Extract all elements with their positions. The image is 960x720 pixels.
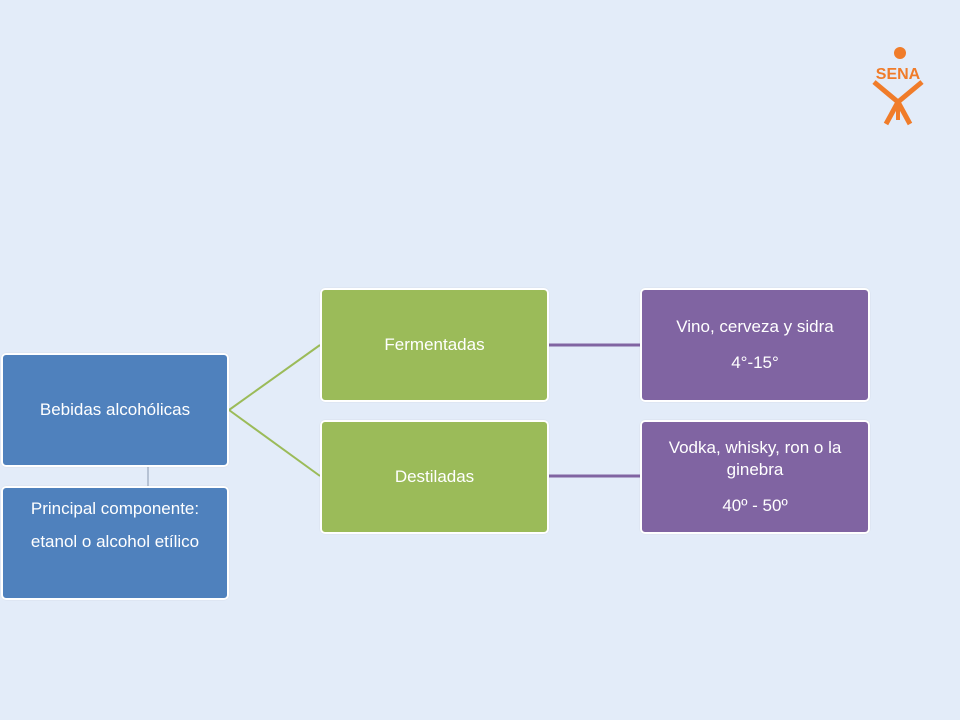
- note-line-2: etanol o alcohol etílico: [30, 532, 200, 552]
- example-node-fermentadas: Vino, cerveza y sidra 4°-15°: [640, 288, 870, 402]
- degrees-text: 4°-15°: [731, 353, 779, 372]
- category-node-destiladas: Destiladas: [320, 420, 549, 534]
- example-text: Vodka, whisky, ron o la ginebra: [668, 437, 842, 479]
- root-node: Bebidas alcohólicas: [1, 353, 229, 467]
- category-node-fermentadas: Fermentadas: [320, 288, 549, 402]
- degrees-text: 40º - 50º: [722, 496, 788, 516]
- connector-root-fermentadas: [228, 344, 321, 411]
- root-label: Bebidas alcohólicas: [39, 399, 191, 419]
- note-node: Principal componente: etanol o alcohol e…: [1, 486, 229, 600]
- category-label: Destiladas: [394, 466, 475, 486]
- example-text: Vino, cerveza y sidra: [676, 316, 834, 336]
- category-label: Fermentadas: [384, 334, 485, 354]
- sena-logo-icon: SENA: [872, 47, 924, 126]
- example-node-destiladas: Vodka, whisky, ron o la ginebra 40º - 50…: [640, 420, 870, 534]
- connector-root-destiladas: [228, 409, 321, 477]
- logo-text: SENA: [876, 66, 921, 83]
- note-line-1: Principal componente:: [30, 499, 200, 518]
